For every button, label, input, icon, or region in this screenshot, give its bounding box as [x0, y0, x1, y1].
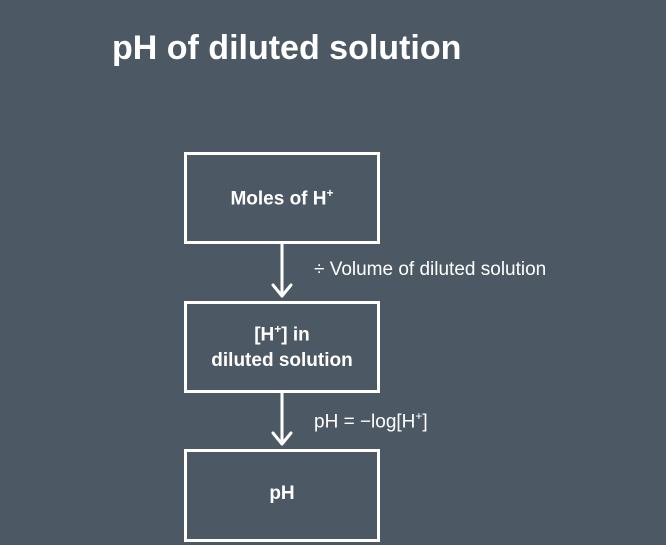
arrow-2 [271, 393, 293, 446]
edge-label-divide-volume: ÷ Volume of diluted solution [314, 259, 547, 280]
node-moles-label-sup: + [326, 185, 334, 200]
node-moles-of-h: Moles of H+ [184, 152, 380, 244]
node-ph-label: pH [269, 483, 295, 504]
page-title: pH of diluted solution [112, 29, 462, 67]
arrow-1 [271, 244, 293, 298]
arrow-2-head [271, 431, 293, 446]
node-ph: pH [184, 449, 380, 542]
edge-label-ph-formula-sup: + [415, 409, 423, 423]
node-concentration-line-2: diluted solution [211, 349, 353, 371]
arrow-1-head [271, 283, 293, 298]
edge-label-ph-formula-post: ] [422, 411, 428, 433]
node-concentration-line-1: [H+] in [254, 317, 310, 347]
node-concentration-line-1-post: ] in [281, 324, 310, 346]
node-moles-label: Moles of H+ [230, 181, 333, 211]
node-moles-label-main: Moles of H [230, 188, 327, 210]
edge-label-ph-formula-pre: pH = −log[H [314, 411, 416, 433]
node-h-concentration: [H+] in diluted solution [184, 301, 380, 393]
node-concentration-line-1-sup: + [274, 322, 282, 337]
edge-label-ph-formula: pH = −log[H+] [314, 404, 428, 434]
node-concentration-line-1-pre: [H [254, 324, 275, 346]
